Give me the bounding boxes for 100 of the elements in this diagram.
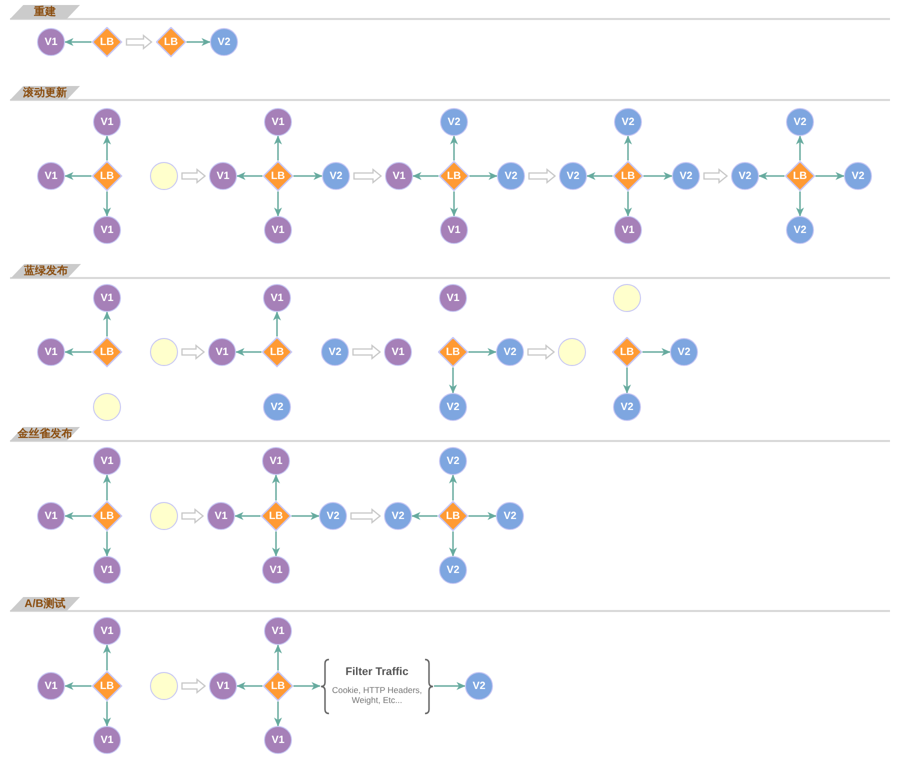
section-tab: 重建 xyxy=(10,5,80,19)
version-circle: V1 xyxy=(208,338,236,366)
arrow xyxy=(449,532,457,556)
arrow xyxy=(292,512,320,520)
empty-circle xyxy=(150,502,178,530)
version-circle: V1 xyxy=(262,556,290,584)
filter-title: Filter Traffic xyxy=(346,666,408,678)
arrow xyxy=(64,348,92,356)
hollow-arrow xyxy=(528,168,556,184)
arrow xyxy=(294,682,320,690)
version-circle: V1 xyxy=(93,726,121,754)
arrow xyxy=(434,682,466,690)
arrow xyxy=(64,512,92,520)
version-circle: V2 xyxy=(384,502,412,530)
arrow xyxy=(644,172,672,180)
hollow-arrow xyxy=(181,678,206,694)
version-circle: V1 xyxy=(209,672,237,700)
arrow xyxy=(103,702,111,726)
section-tab: 滚动更新 xyxy=(10,86,80,100)
version-circle: V1 xyxy=(264,726,292,754)
section-tab: 蓝绿发布 xyxy=(11,264,81,278)
section-tab: 金丝雀发布 xyxy=(10,427,80,441)
hollow-arrow xyxy=(181,508,204,524)
version-circle: V1 xyxy=(93,108,121,136)
arrow xyxy=(236,348,262,356)
empty-circle xyxy=(150,672,178,700)
version-circle: V2 xyxy=(496,338,524,366)
version-circle: V2 xyxy=(731,162,759,190)
empty-circle xyxy=(558,338,586,366)
version-circle: V2 xyxy=(496,502,524,530)
version-circle: V1 xyxy=(37,162,65,190)
version-circle: V1 xyxy=(37,338,65,366)
hollow-arrow xyxy=(350,508,382,524)
hollow-arrow xyxy=(353,168,382,184)
version-circle: V2 xyxy=(844,162,872,190)
arrow xyxy=(624,136,632,160)
arrow xyxy=(294,172,322,180)
version-circle: V2 xyxy=(613,393,641,421)
arrow xyxy=(412,512,438,520)
version-circle: V1 xyxy=(440,216,468,244)
arrow xyxy=(186,38,210,46)
version-circle: V1 xyxy=(37,502,65,530)
arrow xyxy=(273,312,281,336)
arrow xyxy=(64,38,92,46)
arrow xyxy=(470,172,498,180)
arrow xyxy=(816,172,844,180)
version-circle: V1 xyxy=(264,108,292,136)
version-circle: V1 xyxy=(37,672,65,700)
version-circle: V2 xyxy=(786,216,814,244)
version-circle: V2 xyxy=(559,162,587,190)
version-circle: V1 xyxy=(263,284,291,312)
version-circle: V1 xyxy=(93,447,121,475)
version-circle: V2 xyxy=(440,108,468,136)
empty-circle xyxy=(613,284,641,312)
empty-circle xyxy=(150,162,178,190)
arrow xyxy=(624,192,632,216)
arrow xyxy=(274,702,282,726)
version-circle: V2 xyxy=(614,108,642,136)
version-circle: V1 xyxy=(93,284,121,312)
arrow xyxy=(236,172,262,180)
arrow xyxy=(64,682,92,690)
arrow xyxy=(103,644,111,670)
arrow xyxy=(272,474,280,500)
arrow xyxy=(450,192,458,216)
version-circle: V1 xyxy=(93,556,121,584)
arrow xyxy=(64,172,92,180)
version-circle: V1 xyxy=(264,216,292,244)
arrow xyxy=(103,136,111,160)
arrow xyxy=(449,474,457,500)
arrow xyxy=(412,172,438,180)
hollow-arrow xyxy=(126,34,153,50)
version-circle: V1 xyxy=(264,617,292,645)
version-circle: V2 xyxy=(497,162,525,190)
version-circle: V2 xyxy=(439,447,467,475)
arrow xyxy=(103,474,111,500)
arrow xyxy=(274,192,282,216)
version-circle: V2 xyxy=(319,502,347,530)
version-circle: V1 xyxy=(209,162,237,190)
arrow xyxy=(758,172,784,180)
version-circle: V2 xyxy=(210,28,238,56)
version-circle: V1 xyxy=(207,502,235,530)
version-circle: V1 xyxy=(384,338,412,366)
arrow xyxy=(468,348,496,356)
empty-circle xyxy=(150,338,178,366)
arrow xyxy=(236,682,262,690)
hollow-arrow xyxy=(527,344,556,360)
hollow-arrow xyxy=(181,344,206,360)
version-circle: V2 xyxy=(439,393,467,421)
version-circle: V1 xyxy=(93,617,121,645)
version-circle: V2 xyxy=(670,338,698,366)
arrow xyxy=(103,532,111,556)
version-circle: V2 xyxy=(672,162,700,190)
arrow xyxy=(272,532,280,556)
arrow xyxy=(103,312,111,336)
version-circle: V2 xyxy=(321,338,349,366)
version-circle: V2 xyxy=(322,162,350,190)
hollow-arrow xyxy=(352,344,382,360)
arrow xyxy=(468,512,496,520)
arrow xyxy=(796,136,804,160)
arrow xyxy=(796,192,804,216)
